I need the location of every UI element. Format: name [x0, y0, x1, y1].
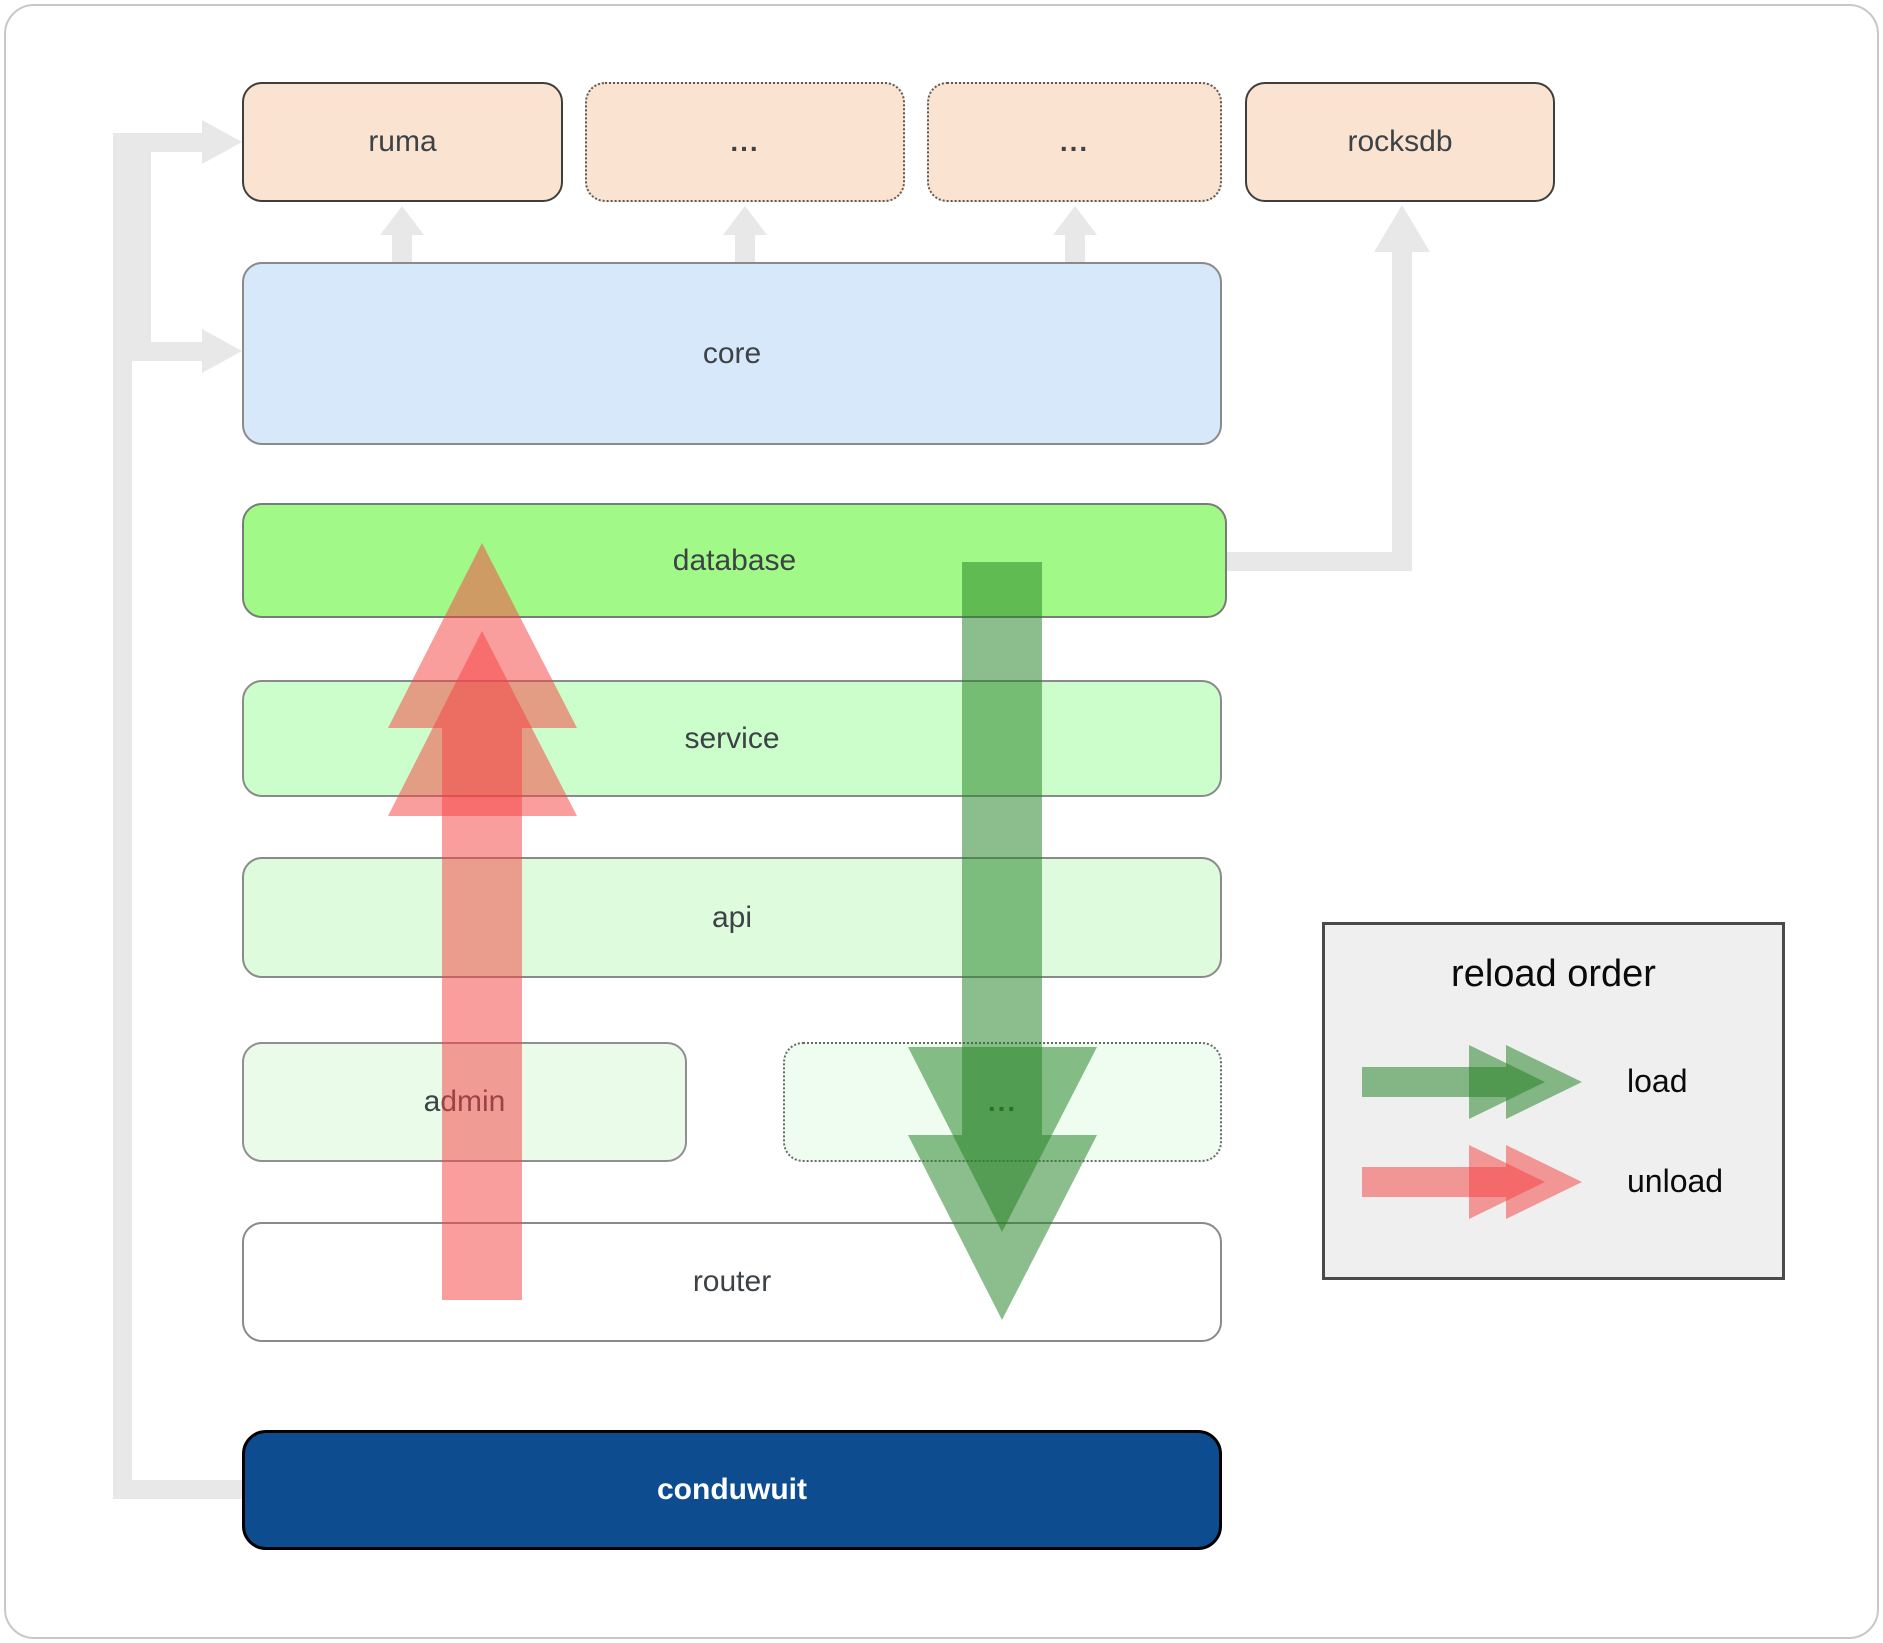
- box-conduwuit: conduwuit: [242, 1430, 1222, 1550]
- box-router-label: router: [692, 1265, 772, 1298]
- box-api-label: api: [711, 900, 753, 934]
- unload-arrow-main: [388, 543, 577, 1300]
- legend-title: reload order: [1451, 953, 1656, 995]
- stub-ellipsis2-arrowhead-icon: [1053, 206, 1097, 235]
- legend-reload-order: reload order: [1322, 922, 1785, 1280]
- core-arrowhead-icon: [202, 329, 242, 373]
- conduwuit-connector-horizontal: [113, 1480, 243, 1499]
- load-arrow: [908, 562, 1097, 1320]
- core-connector-horizontal: [132, 342, 202, 361]
- legend-unload-arrow-inner-head: [1469, 1145, 1545, 1219]
- ruma-arrowhead-icon: [202, 120, 242, 164]
- box-ellipsis-top-2: ...: [927, 82, 1222, 202]
- ellipsis-top-2-label: ...: [1059, 126, 1090, 157]
- box-api: api: [242, 857, 1222, 978]
- core-branch-vertical: [132, 152, 151, 342]
- box-core: core: [242, 262, 1222, 445]
- rocksdb-connector-vertical: [1392, 250, 1412, 571]
- ellipsis-top-1-label: ...: [730, 126, 760, 157]
- gray-connectors: [113, 120, 1430, 1499]
- ruma-connector-horizontal: [113, 133, 202, 152]
- box-rocksdb: rocksdb: [1245, 82, 1555, 202]
- stub-ellipsis1-arrowhead-icon: [723, 206, 767, 235]
- box-core-label: core: [702, 336, 762, 370]
- box-ruma-label: ruma: [368, 125, 437, 158]
- box-database: database: [242, 503, 1227, 618]
- legend-unload-arrow-icon: [1362, 1145, 1582, 1219]
- unload-arrow-inner-head-icon: [388, 631, 577, 816]
- legend-load-arrow-icon: [1362, 1045, 1582, 1119]
- box-conduwuit-label: conduwuit: [657, 1473, 807, 1506]
- legend-unload-label: unload: [1627, 1163, 1724, 1199]
- box-service-label: service: [684, 721, 780, 755]
- stub-ruma: [392, 233, 412, 263]
- stub-ruma-arrowhead-icon: [380, 206, 424, 235]
- unload-arrow: [388, 543, 577, 1300]
- legend-load-label: load: [1627, 1063, 1688, 1099]
- stub-ellipsis1: [735, 233, 755, 263]
- load-arrow-inner-head-icon: [908, 1047, 1097, 1232]
- legend-load-arrow-inner-head: [1469, 1045, 1545, 1119]
- box-router: router: [242, 1222, 1222, 1342]
- box-database-label: database: [672, 543, 797, 577]
- rocksdb-connector-horizontal: [1227, 552, 1412, 571]
- rocksdb-arrowhead-icon: [1374, 205, 1430, 252]
- stub-ellipsis2: [1065, 233, 1085, 263]
- load-arrow-main: [908, 562, 1097, 1320]
- box-ruma: ruma: [242, 82, 563, 202]
- box-rocksdb-label: rocksdb: [1347, 125, 1453, 158]
- left-connector-vertical: [113, 133, 132, 1499]
- box-ellipsis-top-1: ...: [585, 82, 905, 202]
